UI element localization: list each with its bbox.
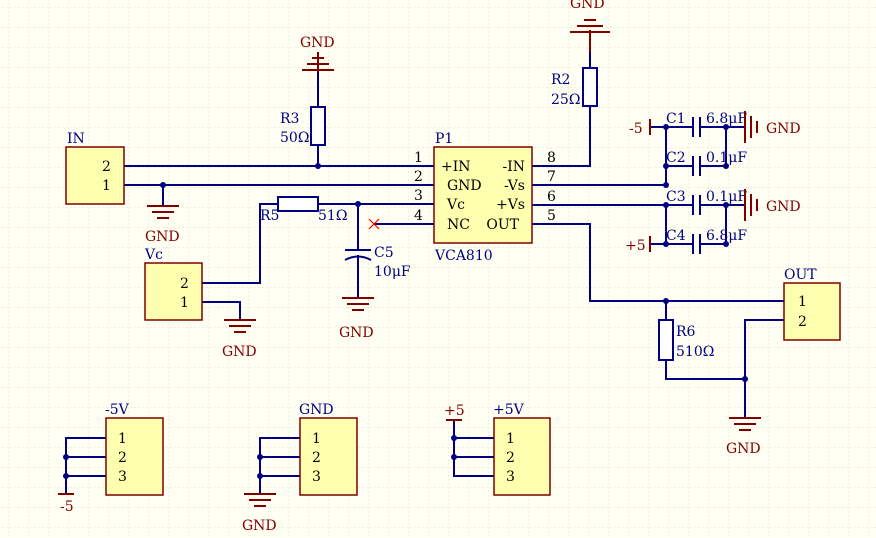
capacitor-c1[interactable]: [692, 117, 701, 137]
gnd-symbol-vc: [224, 319, 256, 333]
chip-pin-label-3: Vc: [446, 197, 465, 213]
resistor-r3[interactable]: [310, 106, 326, 146]
chip-pin-num-8: 8: [547, 150, 556, 166]
connector-out-name: OUT: [784, 267, 817, 283]
r5-value: 51Ω: [318, 208, 347, 224]
chip-pin-num-5: 5: [547, 208, 556, 224]
connector-pos5v-name: +5V: [493, 402, 525, 418]
gnd-label-c3: GND: [766, 199, 801, 215]
capacitor-c5[interactable]: [344, 243, 372, 263]
connector-vc[interactable]: 2 1: [144, 262, 203, 321]
gnd-label-in: GND: [145, 229, 180, 245]
chip-pin-label-1: +IN: [441, 159, 471, 175]
resistor-r6[interactable]: [658, 319, 674, 361]
pos5-label-bottom: +5: [444, 403, 465, 419]
capacitor-c4[interactable]: [692, 234, 701, 254]
capacitor-c2[interactable]: [692, 156, 701, 176]
gnd-label-r2: GND: [570, 0, 605, 12]
c2-name: C2: [666, 150, 686, 166]
gnd-symbol-r3: [302, 52, 334, 72]
connector-in[interactable]: 2 1: [65, 146, 125, 205]
neg5v-pin-2: 2: [118, 450, 127, 466]
chip-pin-label-4: NC: [447, 217, 470, 233]
r3-value: 50Ω: [280, 130, 309, 146]
neg5v-pin-1: 1: [118, 431, 127, 447]
vc-pin-bottom: 1: [180, 295, 189, 311]
in-pin-bottom: 1: [102, 178, 111, 194]
no-connect-marker: [368, 218, 380, 230]
resistor-r2[interactable]: [582, 67, 598, 107]
c3-name: C3: [666, 189, 686, 205]
c3-value: 0.1μF: [706, 189, 747, 205]
connector-out[interactable]: 1 2: [783, 282, 841, 341]
out-pin-bottom: 2: [798, 314, 807, 330]
out-pin-top: 1: [798, 294, 807, 310]
gnd-label-c1: GND: [766, 121, 801, 137]
gndc-pin-2: 2: [312, 450, 321, 466]
chip-pin-label-8: -IN: [502, 159, 525, 175]
chip-pin-num-7: 7: [547, 169, 556, 185]
connector-neg5v-name: -5V: [105, 402, 130, 418]
connector-in-name: IN: [67, 131, 85, 147]
chip-pin-label-5: OUT: [486, 217, 519, 233]
gnd-label-r3: GND: [300, 35, 335, 51]
c5-value: 10μF: [374, 264, 411, 280]
c4-name: C4: [666, 228, 686, 244]
capacitor-c3[interactable]: [692, 195, 701, 215]
r2-value: 25Ω: [551, 92, 580, 108]
gndc-pin-3: 3: [312, 469, 321, 485]
chip-pin-num-4: 4: [414, 208, 423, 224]
resistor-r5[interactable]: [277, 196, 319, 212]
neg5-label-c1: -5: [629, 121, 643, 137]
r5-name: R5: [260, 208, 279, 224]
gnd-label-bottom: GND: [242, 518, 277, 534]
c1-value: 6.8μF: [706, 111, 747, 127]
pos5-label-c4: +5: [625, 238, 646, 254]
chip-pin-label-2: GND: [447, 178, 482, 194]
connector-vc-name: Vc: [144, 247, 163, 263]
r3-name: R3: [280, 111, 299, 127]
pos5v-pin-3: 3: [506, 469, 515, 485]
chip-vca810[interactable]: +IN GND Vc NC OUT +Vs -Vs -IN 1 2 3 4 5 …: [414, 146, 556, 244]
chip-pin-num-2: 2: [414, 169, 423, 185]
gnd-symbol-in: [147, 205, 179, 219]
gnd-label-out: GND: [726, 441, 761, 457]
connector-neg5v[interactable]: 1 2 3: [105, 417, 164, 496]
neg5v-pin-3: 3: [118, 469, 127, 485]
c1-name: C1: [666, 111, 686, 127]
c4-value: 6.8μF: [706, 228, 747, 244]
chip-part-number: VCA810: [434, 248, 493, 264]
chip-pin-label-6: +Vs: [496, 197, 525, 213]
gndc-pin-1: 1: [312, 431, 321, 447]
chip-pin-num-6: 6: [547, 189, 556, 205]
chip-pin-num-3: 3: [414, 188, 423, 204]
r6-name: R6: [676, 324, 696, 340]
gnd-symbol-bottom: [244, 493, 276, 507]
connector-pos5v[interactable]: 1 2 3: [493, 417, 551, 496]
r6-value: 510Ω: [676, 344, 714, 360]
c2-value: 0.1μF: [706, 150, 747, 166]
gnd-symbol-c1: [744, 111, 758, 143]
pos5v-pin-1: 1: [506, 431, 515, 447]
gnd-symbol-c5: [342, 297, 374, 311]
wires: [65, 51, 785, 495]
junctions: [63, 124, 748, 479]
chip-pin-num-1: 1: [414, 150, 423, 166]
r2-name: R2: [551, 72, 570, 88]
gnd-symbol-c3: [744, 189, 758, 221]
c5-name: C5: [374, 245, 394, 261]
chip-pin-label-7: -Vs: [504, 178, 525, 194]
chip-designator: P1: [435, 131, 453, 147]
gnd-symbol-out: [729, 417, 761, 431]
in-pin-top: 2: [102, 159, 111, 175]
gnd-symbol-r2: [570, 19, 610, 52]
neg5-label-bottom: -5: [60, 499, 74, 515]
connector-gnd-name: GND: [299, 402, 334, 418]
connector-gnd[interactable]: 1 2 3: [299, 417, 358, 496]
pos5v-pin-2: 2: [506, 450, 515, 466]
gnd-label-vc: GND: [222, 344, 257, 360]
gnd-label-c5: GND: [339, 325, 374, 341]
vc-pin-top: 2: [180, 276, 189, 292]
